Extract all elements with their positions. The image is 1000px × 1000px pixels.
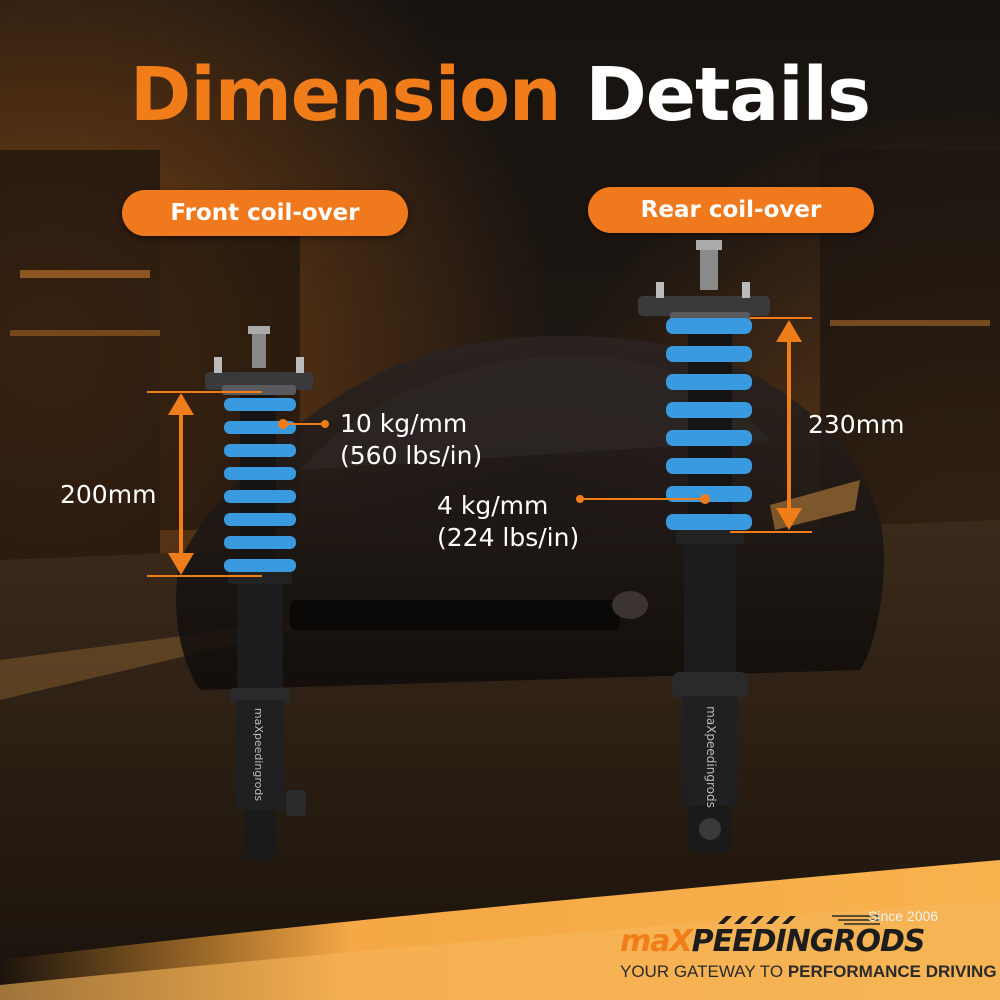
title-part-details: Details xyxy=(585,52,871,138)
rear-shock-body xyxy=(684,544,736,674)
front-spring xyxy=(224,398,296,572)
rear-spring-rate: 4 kg/mm (224 lbs/in) xyxy=(437,490,579,554)
title-part-dimension: Dimension xyxy=(129,52,562,138)
front-spring-rate-imperial: (560 lbs/in) xyxy=(340,441,483,470)
logo-tagline: YOUR GATEWAY TO PERFORMANCE DRIVING xyxy=(620,962,997,982)
rear-length-label: 230mm xyxy=(808,410,905,439)
front-spring-rate: 10 kg/mm (560 lbs/in) xyxy=(340,408,482,472)
front-length-arrow xyxy=(147,391,262,577)
rear-top-stud xyxy=(700,242,718,290)
front-shock-body xyxy=(237,584,283,689)
logo-brand-part2: PEEDINGRODS xyxy=(691,924,926,959)
logo-tagline-part1: YOUR GATEWAY TO xyxy=(620,962,788,981)
rear-coilover-label: Rear coil-over xyxy=(640,197,822,223)
logo-tagline-part2: PERFORMANCE DRIVING xyxy=(787,962,997,981)
rear-spring xyxy=(666,318,752,530)
rear-top-mount xyxy=(638,296,770,316)
rear-coilover-badge: Rear coil-over xyxy=(588,187,874,233)
front-coilover-label: Front coil-over xyxy=(170,200,360,226)
logo-since-year: Since 2006 xyxy=(868,908,939,924)
brand-logo: Since 2006 maXPEEDINGRODS YOUR GATEWAY T… xyxy=(620,908,997,988)
rear-rate-pointer xyxy=(576,494,710,504)
front-spring-rate-metric: 10 kg/mm xyxy=(340,409,468,438)
speed-lines-icon xyxy=(832,915,880,925)
checkered-flag-icon xyxy=(718,916,796,924)
page-title: Dimension Details xyxy=(0,52,1000,138)
front-top-stud xyxy=(252,328,266,368)
front-rate-pointer xyxy=(278,419,329,429)
rear-spring-rate-metric: 4 kg/mm xyxy=(437,491,549,520)
logo-brand-part1: maX xyxy=(620,924,693,959)
rear-spring-rate-imperial: (224 lbs/in) xyxy=(437,523,580,552)
front-length-label: 200mm xyxy=(60,480,157,509)
rear-length-arrow xyxy=(730,317,812,533)
front-coilover-badge: Front coil-over xyxy=(122,190,408,236)
logo-brand-name: maXPEEDINGRODS xyxy=(620,924,926,959)
